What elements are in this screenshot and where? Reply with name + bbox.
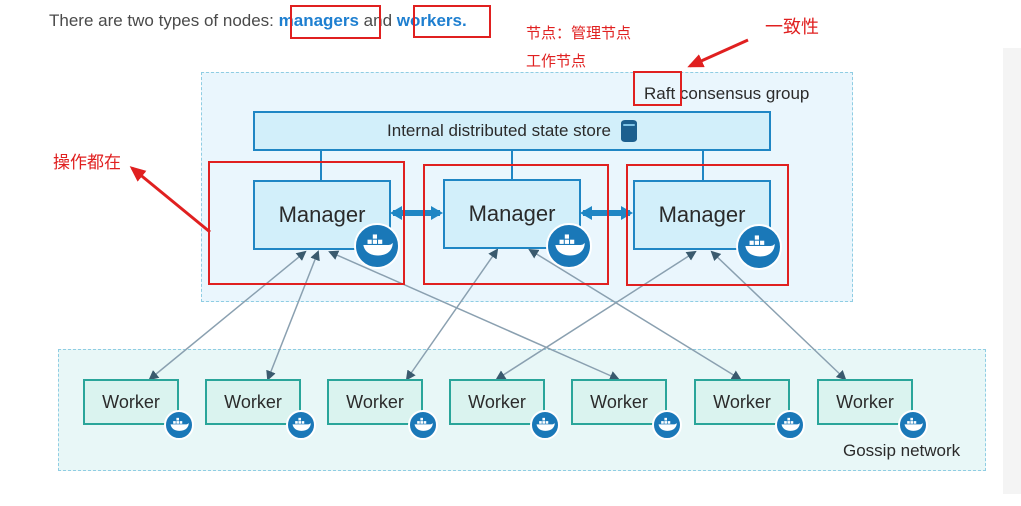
docker-whale-icon (546, 223, 592, 269)
worker-label: Worker (713, 391, 771, 412)
raft-label: Raft consensus group (644, 84, 810, 103)
intro-suffix: . (461, 11, 467, 30)
red-arrow-operations (129, 166, 211, 234)
worker-link-4 (405, 248, 499, 381)
docker-whale-icon (164, 410, 194, 440)
worker-link-6 (495, 250, 697, 381)
worker-node-5: Worker (571, 379, 667, 425)
highlight-managers (290, 5, 381, 39)
intro-prefix: There are two types of nodes: (49, 11, 279, 30)
database-icon (620, 120, 637, 142)
state-store-box: Internal distributed state store (253, 111, 771, 151)
docker-whale-icon (736, 224, 782, 270)
worker-label: Worker (224, 391, 282, 412)
worker-label: Worker (346, 391, 404, 412)
highlight-manager-3 (626, 164, 789, 286)
worker-node-4: Worker (449, 379, 545, 425)
docker-whale-icon (530, 410, 560, 440)
worker-label: Worker (102, 391, 160, 412)
highlight-manager-2 (423, 164, 609, 285)
docker-whale-icon (652, 410, 682, 440)
red-arrow-consistency (687, 38, 749, 68)
worker-label: Worker (836, 391, 894, 412)
annotation-consistency: 一致性 (765, 17, 819, 38)
annotation-worker-nodes: 工作节点 (526, 52, 587, 70)
manager-label: Manager (658, 202, 746, 227)
scrollbar[interactable] (1003, 48, 1021, 494)
gossip-label: Gossip network (843, 441, 961, 460)
worker-label: Worker (468, 391, 526, 412)
manager-label: Manager (278, 202, 366, 227)
docker-whale-icon (775, 410, 805, 440)
worker-link-2 (266, 250, 320, 381)
managers-link[interactable]: managers (278, 11, 359, 30)
worker-link-7 (710, 250, 847, 381)
worker-node-6: Worker (694, 379, 790, 425)
highlight-manager-1 (208, 161, 405, 285)
worker-node-1: Worker (83, 379, 179, 425)
worker-node-3: Worker (327, 379, 423, 425)
manager-node-3: Manager (633, 180, 771, 250)
worker-node-7: Worker (817, 379, 913, 425)
docker-whale-icon (898, 410, 928, 440)
worker-node-2: Worker (205, 379, 301, 425)
docker-whale-icon (408, 410, 438, 440)
docker-whale-icon (354, 223, 400, 269)
docker-whale-icon (286, 410, 316, 440)
highlight-workers (413, 5, 491, 38)
manager-label: Manager (468, 201, 556, 226)
annotation-nodes: 节点：管理节点 (526, 24, 632, 42)
state-store-label: Internal distributed state store (387, 121, 611, 140)
annotation-operations: 操作都在 (53, 153, 121, 173)
intro-middle: and (358, 11, 397, 30)
highlight-raft (633, 71, 682, 106)
worker-label: Worker (590, 391, 648, 412)
